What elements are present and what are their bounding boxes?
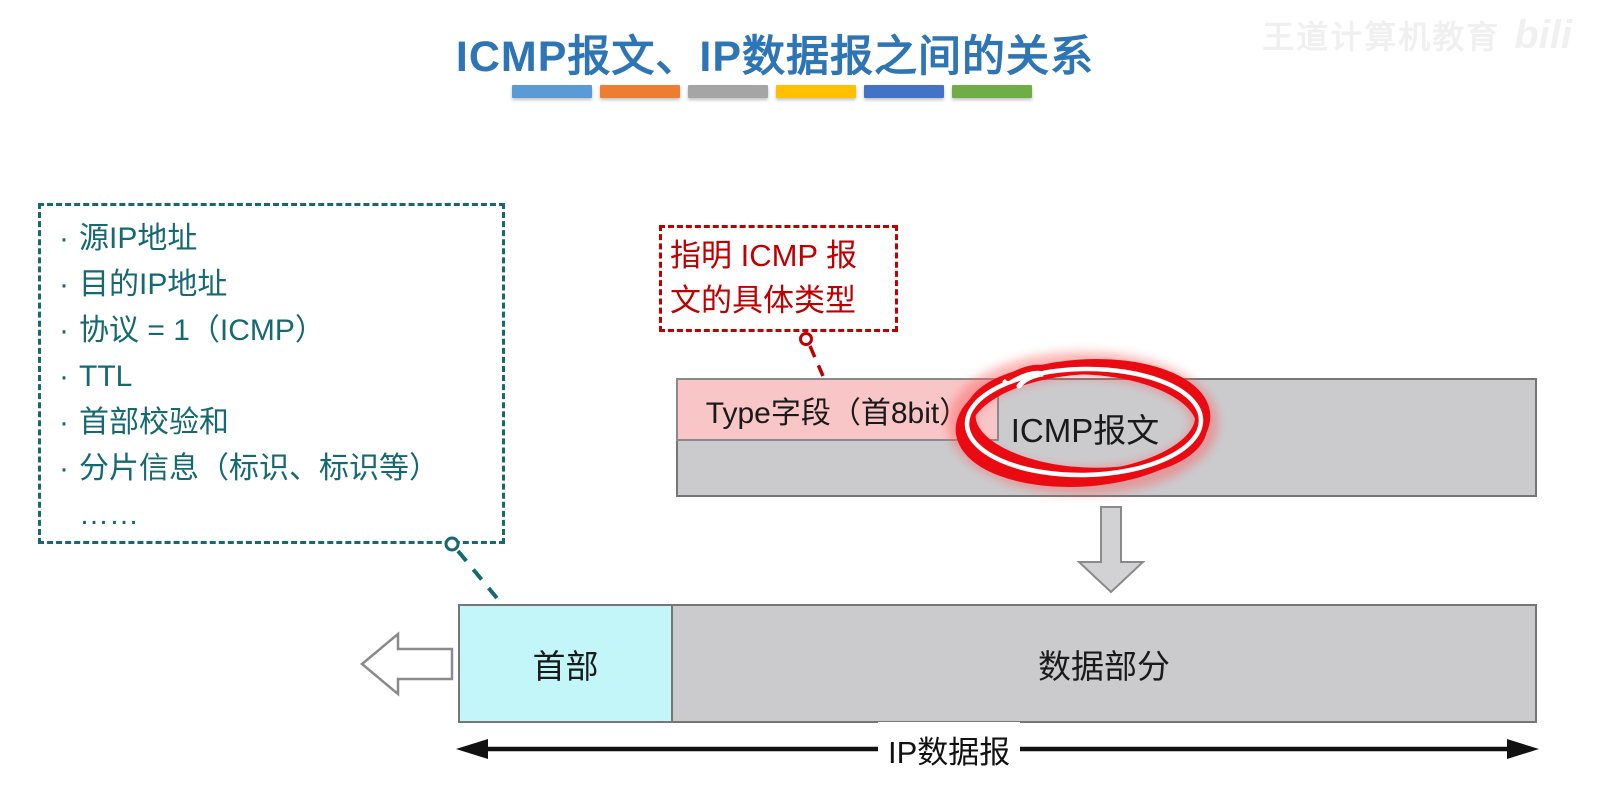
watermark-text: 王道计算机教育 — [1262, 19, 1501, 55]
field-label: 分片信息（标识、标识等） — [79, 452, 439, 485]
icmp-message-label: ICMP报文 — [1010, 412, 1160, 449]
bullet-icon: · — [59, 406, 69, 439]
title-divider-bars — [512, 85, 1032, 98]
ip-data-box: 数据部分 — [673, 604, 1537, 723]
bullet-icon: · — [59, 314, 69, 347]
ip-datagram-span-label: IP数据报 — [878, 722, 1021, 777]
teal-connector-line — [456, 549, 503, 605]
bullet-icon: · — [59, 360, 69, 393]
divider-bar — [864, 85, 944, 98]
field-label: 源IP地址 — [79, 222, 198, 255]
ip-header-label: 首部 — [532, 647, 599, 685]
bullet-icon: · — [59, 452, 69, 485]
field-label: 首部校验和 — [79, 406, 229, 439]
bullet-icon: · — [59, 222, 69, 255]
ip-datagram-bar: 首部 数据部分 — [458, 604, 1537, 723]
ip-header-fields-box: · 源IP地址 · 目的IP地址 · 协议 = 1（ICMP） · TTL · … — [38, 203, 505, 544]
annotation-line: 文的具体类型 — [670, 283, 856, 318]
bullet-icon: · — [59, 268, 69, 301]
list-item: · 首部校验和 — [49, 400, 496, 446]
field-label: 协议 = 1（ICMP） — [79, 314, 325, 347]
divider-bar — [600, 85, 680, 98]
list-item: · 协议 = 1（ICMP） — [49, 308, 496, 354]
annotation-line: 指明 ICMP 报 — [670, 238, 858, 273]
divider-bar — [952, 85, 1032, 98]
type-field-box: Type字段（首8bit） — [676, 378, 999, 441]
list-item: · 分片信息（标识、标识等） — [49, 446, 496, 492]
field-label: 目的IP地址 — [79, 268, 228, 301]
type-field-label: Type字段（首8bit） — [705, 396, 970, 430]
type-field-annotation-box: 指明 ICMP 报 文的具体类型 — [659, 225, 898, 332]
ip-header-box: 首部 — [458, 604, 673, 723]
red-connector-line — [808, 345, 825, 377]
divider-bar — [512, 85, 592, 98]
red-connector-dot — [799, 332, 813, 346]
field-label: …… — [79, 498, 139, 531]
divider-bar — [688, 85, 768, 98]
list-item: · 源IP地址 — [49, 216, 496, 262]
divider-bar — [776, 85, 856, 98]
list-item: · TTL — [49, 354, 496, 400]
list-item: …… — [49, 492, 496, 538]
ip-data-label: 数据部分 — [1038, 647, 1170, 685]
down-arrow-icon — [1076, 506, 1146, 594]
page-title: ICMP报文、IP数据报之间的关系 — [455, 33, 1095, 81]
watermark: 王道计算机教育 bili — [1262, 12, 1572, 58]
list-item: · 目的IP地址 — [49, 262, 496, 308]
field-label: TTL — [79, 360, 133, 393]
bilibili-logo-icon: bili — [1514, 12, 1572, 57]
left-arrow-icon — [360, 631, 454, 697]
